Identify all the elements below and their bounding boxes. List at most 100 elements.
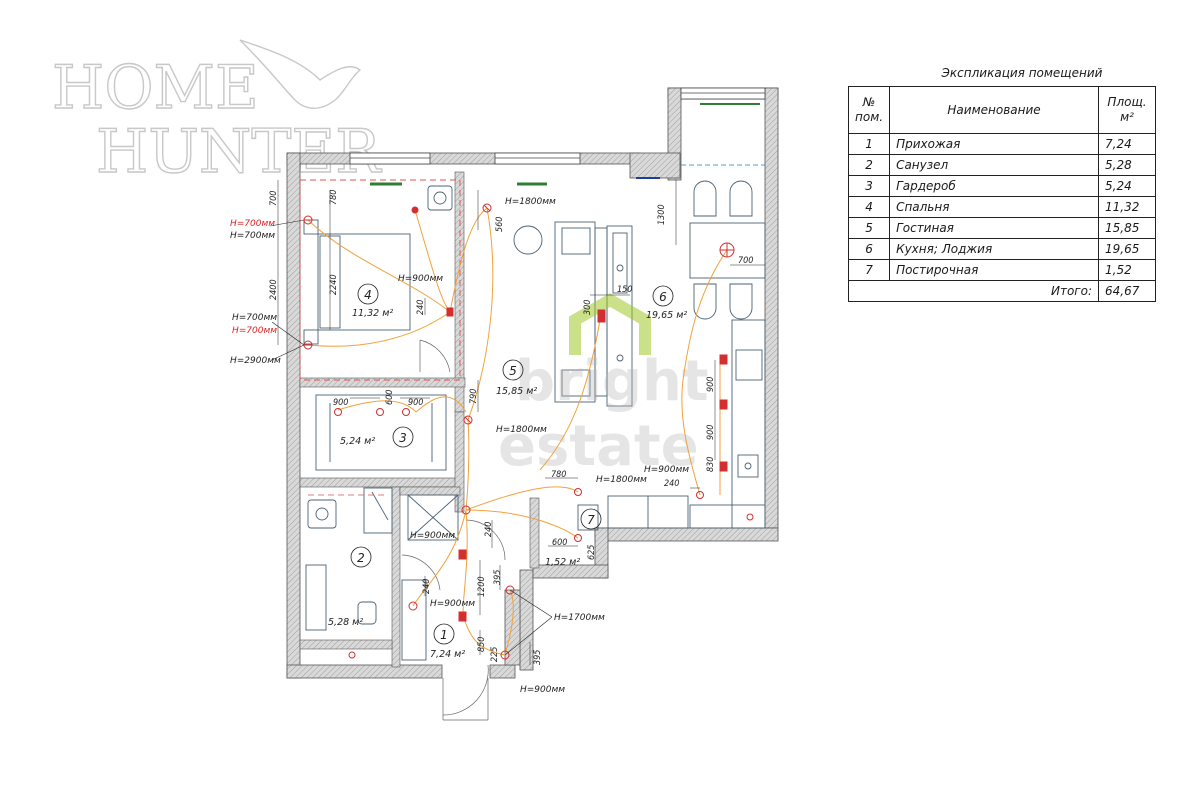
total-label: Итого:	[848, 280, 1099, 302]
h-label-2900: Н=2900мм	[230, 356, 281, 366]
room-explication: Экспликация помещений № пом. Наименовани…	[847, 66, 1156, 302]
sockets	[303, 203, 754, 660]
h-label-900-hall: Н=900мм	[410, 531, 455, 541]
dim-560: 560	[495, 217, 505, 232]
dim-2240: 2240	[329, 274, 339, 295]
row-area: 15,85	[1098, 217, 1156, 239]
dim-900-wardrobe-2: 900	[408, 398, 423, 408]
room-5-area: 15,85 м²	[496, 386, 537, 397]
windows	[349, 87, 766, 186]
dim-830: 830	[706, 457, 716, 472]
h-label-700-red-1: Н=700мм	[230, 219, 275, 229]
row-name: Гостиная	[889, 217, 1099, 239]
room-1-area: 7,24 м²	[430, 649, 465, 660]
row-name: Прихожая	[889, 133, 1099, 155]
row-name: Спальня	[889, 196, 1099, 218]
h-label-900-entry: Н=900мм	[520, 685, 565, 695]
room-6-number: 6	[659, 290, 667, 304]
room-1-number: 1	[440, 628, 448, 642]
eagle-icon	[239, 39, 362, 109]
room-3-area: 5,24 м²	[340, 436, 375, 447]
logo-line-2: HUNTER	[96, 117, 382, 187]
dim-150: 150	[617, 285, 632, 295]
row-num: 2	[847, 154, 891, 176]
logo-line-1: HOME	[52, 53, 259, 123]
dim-1300: 1300	[657, 204, 667, 225]
room-2-area: 5,28 м²	[328, 617, 363, 628]
h-label-900-kitchen: Н=900мм	[644, 465, 689, 475]
h-label-700-2: Н=700мм	[232, 313, 277, 323]
watermark-line-1: bright	[515, 349, 709, 414]
house-icon	[569, 293, 651, 355]
col-area-header: Площ. м²	[1098, 86, 1156, 134]
room-5-number: 5	[509, 364, 517, 378]
row-area: 7,24	[1098, 133, 1156, 155]
total-row: Итого: 64,67	[848, 280, 1156, 302]
bed	[317, 233, 411, 331]
room-2-number: 2	[357, 551, 365, 565]
dim-900-kitchen-2: 900	[706, 425, 716, 440]
doors	[401, 339, 506, 721]
h-label-900-bath: Н=900мм	[430, 599, 475, 609]
row-name: Гардероб	[889, 175, 1099, 197]
room-4-number: 4	[364, 288, 372, 302]
h-label-1800-top: Н=1800мм	[505, 197, 556, 207]
row-name: Кухня; Лоджия	[889, 238, 1099, 260]
dim-700-left: 700	[269, 191, 279, 206]
row-area: 11,32	[1098, 196, 1156, 218]
dim-900-kitchen-1: 900	[706, 377, 716, 392]
home-hunter-logo: HOME HUNTER	[51, 39, 383, 188]
row-area: 19,65	[1098, 238, 1156, 260]
col-name-header: Наименование	[889, 86, 1099, 134]
dim-625: 625	[587, 545, 597, 560]
watermark-line-2: estate	[498, 414, 699, 479]
row-num: 5	[847, 217, 891, 239]
row-name: Санузел	[889, 154, 1099, 176]
dim-1200: 1200	[477, 576, 487, 597]
col-num-header: № пом.	[847, 86, 891, 134]
row-num: 7	[847, 259, 891, 281]
room-labels: 4 11,32 м² 3 5,24 м² 5 15,85 м² 6 19,65 …	[328, 283, 687, 660]
dim-240-bath: 240	[422, 579, 432, 594]
bright-estate-watermark: bright estate	[498, 293, 709, 479]
dim-225: 225	[490, 647, 500, 662]
electrical-wiring	[307, 207, 728, 656]
dim-395-top: 395	[493, 570, 503, 585]
furniture	[303, 180, 766, 661]
h-label-900-bedroom: Н=900мм	[398, 274, 443, 284]
room-6-area: 19,65 м²	[646, 310, 687, 321]
row-area: 1,52	[1098, 259, 1156, 281]
dimension-lines	[277, 180, 765, 665]
dim-790: 790	[469, 389, 479, 404]
row-num: 3	[847, 175, 891, 197]
dim-395-bottom: 395	[533, 650, 543, 665]
total-value: 64,67	[1098, 280, 1156, 302]
row-name: Постирочная	[889, 259, 1099, 281]
dim-780-bedroom: 780	[329, 190, 339, 205]
dim-300: 300	[583, 300, 593, 315]
room-7-number: 7	[587, 513, 595, 527]
h-label-1700: Н=1700мм	[554, 613, 605, 623]
h-label-700-1: Н=700мм	[230, 231, 275, 241]
room-4-area: 11,32 м²	[352, 308, 393, 319]
h-label-1800-mid: Н=1800мм	[496, 425, 547, 435]
dim-240-bedroom: 240	[416, 300, 426, 315]
explication-caption: Экспликация помещений	[941, 66, 1103, 80]
h-label-1800-laundry: Н=1800мм	[596, 475, 647, 485]
h-label-700-red-2: Н=700мм	[232, 326, 277, 336]
dim-2400: 2400	[269, 279, 279, 300]
bedroom-zone-outline	[299, 179, 461, 381]
dimension-values: 700 2400 780 2240 240 560 1300 700 150 3…	[269, 190, 753, 665]
row-num: 1	[847, 133, 891, 155]
row-num: 6	[847, 238, 891, 260]
dim-240-hall: 240	[484, 522, 494, 537]
dim-780-laundry: 780	[551, 470, 566, 480]
room-3-number: 3	[399, 431, 407, 445]
